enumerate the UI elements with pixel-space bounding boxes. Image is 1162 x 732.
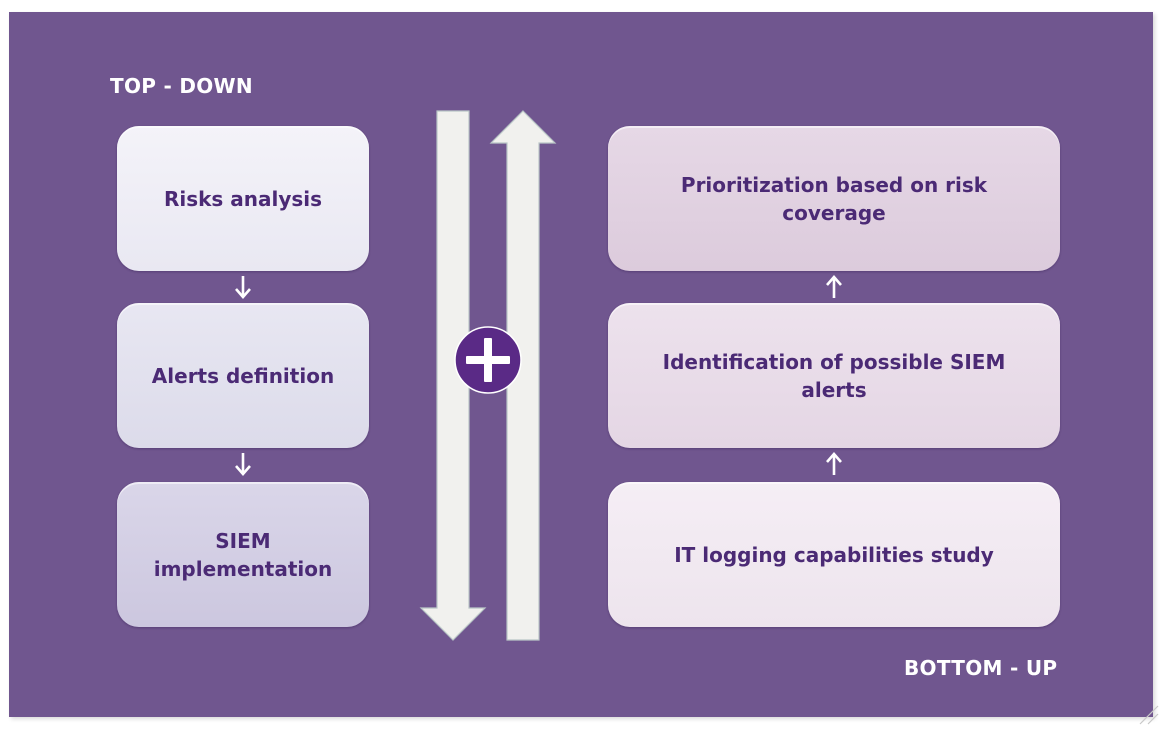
big-arrow-down-icon xyxy=(419,110,487,641)
risks-analysis-box: Risks analysis xyxy=(117,126,369,271)
alerts-definition-label: Alerts definition xyxy=(151,363,335,388)
identification-label-line2: alerts xyxy=(801,377,867,402)
bottom-up-heading: BOTTOM - UP xyxy=(904,656,1058,680)
arrow-up-icon xyxy=(826,452,842,475)
it-logging-box: IT logging capabilities study xyxy=(608,482,1060,627)
top-down-heading: TOP - DOWN xyxy=(110,74,253,98)
siem-implementation-label-line1: SIEM xyxy=(215,528,271,553)
siem-implementation-box: SIEM implementation xyxy=(117,482,369,627)
identification-box: Identification of possible SIEM alerts xyxy=(608,303,1060,448)
plus-icon xyxy=(454,326,522,394)
top-down-bottom-up-arrows xyxy=(419,110,557,641)
prioritization-label-line1: Prioritization based on risk xyxy=(680,172,988,197)
it-logging-label: IT logging capabilities study xyxy=(674,542,994,567)
big-arrow-up-icon xyxy=(489,110,557,641)
alerts-definition-box: Alerts definition xyxy=(117,303,369,448)
corner-resize-mark xyxy=(1139,705,1159,725)
arrow-up-icon xyxy=(826,275,842,298)
identification-label-line1: Identification of possible SIEM xyxy=(662,349,1006,374)
prioritization-box: Prioritization based on risk coverage xyxy=(608,126,1060,271)
siem-implementation-label-line2: implementation xyxy=(153,556,333,581)
risks-analysis-label: Risks analysis xyxy=(163,186,323,211)
arrow-down-icon xyxy=(235,276,251,299)
arrow-down-icon xyxy=(235,453,251,476)
prioritization-label-line2: coverage xyxy=(782,200,886,225)
